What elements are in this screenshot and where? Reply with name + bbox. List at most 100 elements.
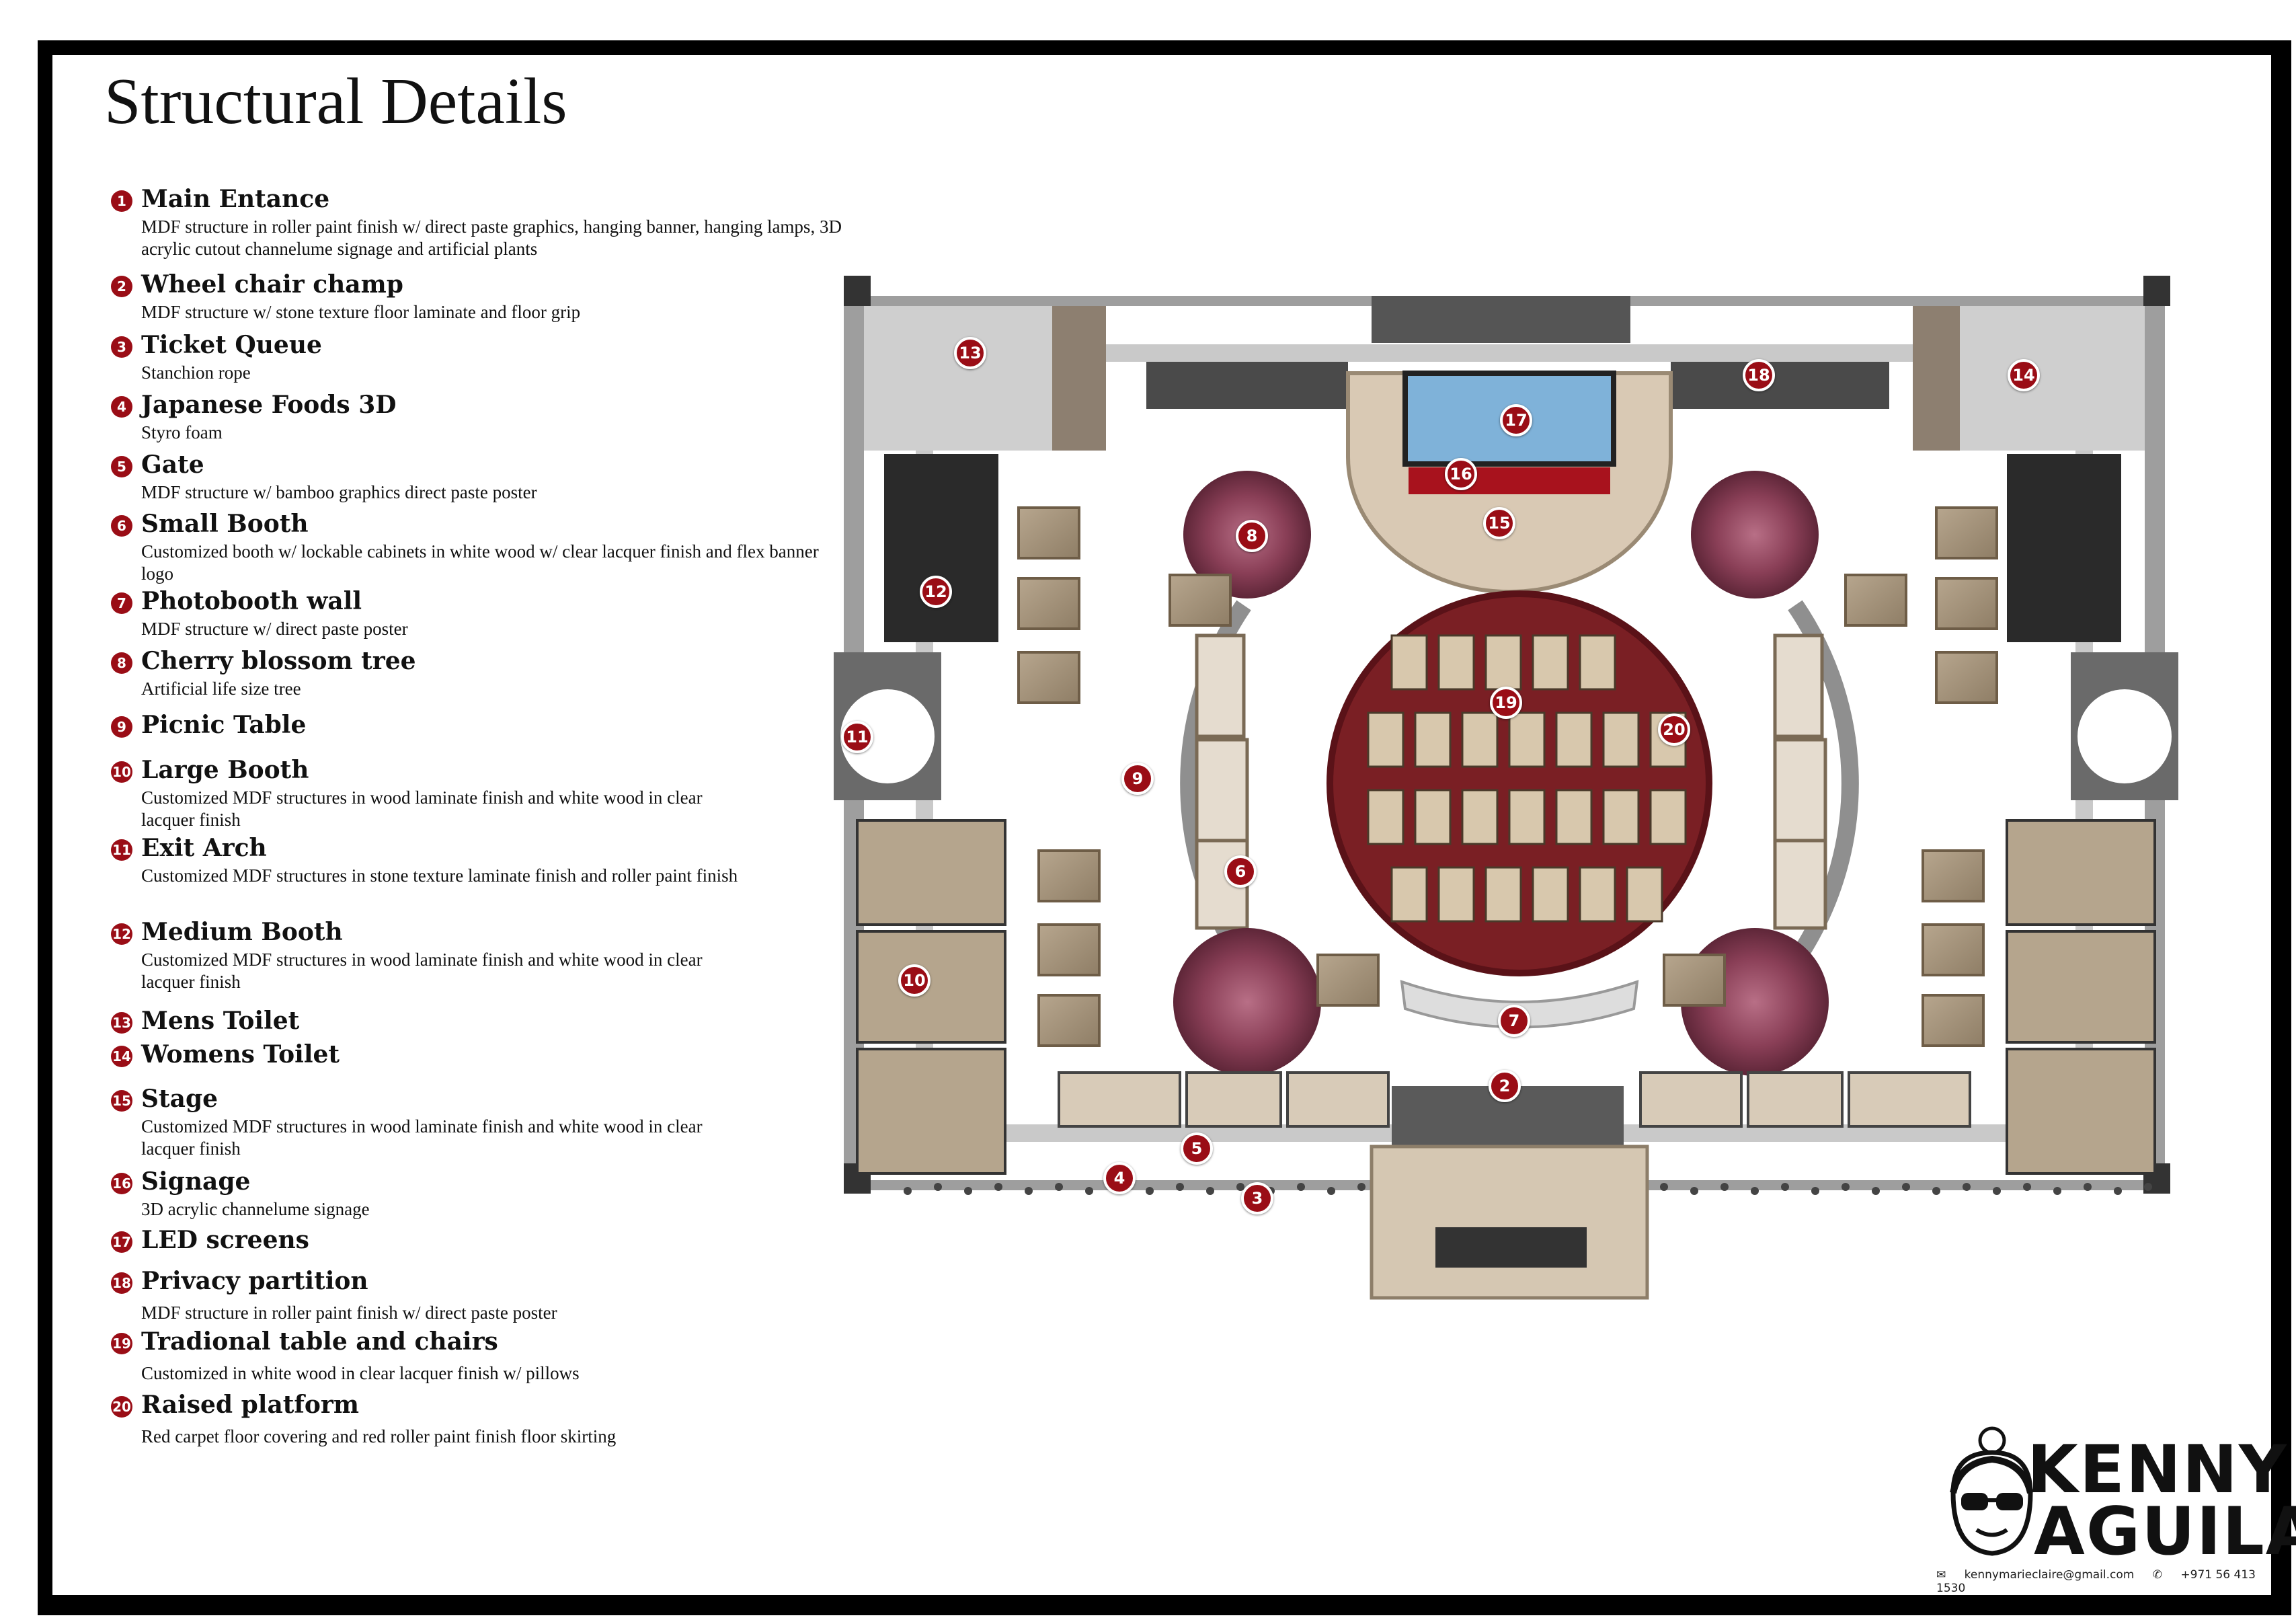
picnic-table (1922, 923, 1985, 976)
plan-marker: 13 (954, 337, 986, 369)
legend-item-description: Customized MDF structures in wood lamina… (141, 1116, 703, 1159)
legend-number-badge: 2 (111, 276, 132, 297)
legend-number-badge: 18 (111, 1272, 132, 1294)
legend-item-title: Ticket Queue (141, 331, 322, 359)
traditional-table (1532, 866, 1569, 923)
photobooth-wall (1400, 980, 1639, 1029)
privacy-partition (1671, 362, 1889, 409)
legend-item-description: Customized MDF structures in wood lamina… (141, 950, 703, 992)
traditional-table (1414, 789, 1452, 845)
contact-info: ✉ kennymarieclaire@gmail.com ✆ +971 56 4… (1936, 1568, 2296, 1595)
legend-item-description: Customized MDF structures in stone textu… (141, 865, 738, 886)
traditional-table (1461, 789, 1499, 845)
traditional-table (1579, 634, 1616, 691)
legend-item-title: Signage (141, 1167, 251, 1196)
legend-item-description: Customized MDF structures in wood lamina… (141, 787, 703, 830)
entrance-counter (1435, 1227, 1587, 1268)
traditional-table (1437, 866, 1475, 923)
legend-item-description: Styro foam (141, 422, 223, 442)
picnic-table (1169, 574, 1232, 627)
brand-first-name: KENNY (2027, 1432, 2288, 1508)
traditional-table (1532, 634, 1569, 691)
traditional-table (1508, 711, 1546, 768)
legend-item-description: Red carpet floor covering and red roller… (141, 1426, 617, 1446)
traditional-table (1555, 711, 1593, 768)
picnic-table (1844, 574, 1907, 627)
legend-item-title: Tradional table and chairs (141, 1327, 498, 1356)
legend-item-description: MDF structure w/ direct paste poster (141, 619, 408, 639)
stanchion-post (1146, 1187, 1154, 1195)
mens-toilet-wall (1052, 306, 1106, 451)
legend-item-title: Main Entance (141, 185, 330, 213)
legend-item-description: MDF structure in roller paint finish w/ … (141, 1303, 557, 1323)
plan-marker: 11 (841, 721, 873, 753)
ticket-queue (904, 1183, 2152, 1195)
legend-item-title: Japanese Foods 3D (141, 391, 397, 419)
picnic-table (1037, 923, 1101, 976)
picnic-table (1037, 994, 1101, 1047)
picnic-table (1922, 994, 1985, 1047)
legend-number-badge: 6 (111, 515, 132, 537)
plan-marker: 18 (1743, 359, 1775, 391)
legend-item-title: Small Booth (141, 510, 309, 538)
stanchion-post (1751, 1187, 1759, 1195)
stanchion-post (1690, 1187, 1698, 1195)
logo-portrait-icon (1950, 1426, 2034, 1556)
stanchion-post (1872, 1187, 1880, 1195)
traditional-table (1485, 866, 1522, 923)
legend-item-title: LED screens (141, 1226, 309, 1254)
picnic-table (1017, 506, 1080, 559)
legend-item-title: Mens Toilet (141, 1007, 300, 1035)
phone-icon: ✆ (2152, 1568, 2162, 1582)
exit-arch-opening (840, 689, 935, 783)
legend-item-title: Large Booth (141, 756, 309, 784)
plan-marker: 9 (1121, 763, 1154, 795)
picnic-table (1935, 651, 1998, 704)
corner-post (844, 276, 871, 306)
exit-arch-opening (2077, 689, 2172, 783)
legend-number-badge: 1 (111, 190, 132, 212)
stanchion-post (1963, 1183, 1971, 1191)
stanchion-post (2084, 1183, 2092, 1191)
small-booth (1773, 738, 1827, 843)
stanchion-post (904, 1187, 912, 1195)
medium-booth (2007, 454, 2121, 642)
legend-item-description: Customized booth w/ lockable cabinets in… (141, 541, 819, 584)
picnic-table (1017, 651, 1080, 704)
contact-email[interactable]: kennymarieclaire@gmail.com (1964, 1568, 2135, 1582)
stanchion-post (1932, 1187, 1940, 1195)
plan-marker: 15 (1483, 507, 1515, 539)
legend-number-badge: 12 (111, 923, 132, 945)
plan-marker: 2 (1489, 1070, 1521, 1102)
traditional-table (1367, 711, 1404, 768)
stanchion-post (2144, 1183, 2152, 1191)
stanchion-post (2053, 1187, 2061, 1195)
large-booth (856, 819, 1006, 926)
small-booth (1773, 633, 1824, 738)
plan-marker: 7 (1498, 1005, 1530, 1037)
legend-item-description: 3D acrylic channelume signage (141, 1199, 370, 1219)
plan-marker: 8 (1236, 520, 1268, 552)
stanchion-post (1236, 1183, 1244, 1191)
traditional-table (1649, 789, 1687, 845)
plan-marker: 17 (1500, 404, 1532, 436)
legend-item-title: Picnic Table (141, 711, 307, 739)
mail-icon: ✉ (1936, 1568, 1946, 1582)
picnic-table (1935, 506, 1998, 559)
traditional-table (1626, 866, 1663, 923)
large-booth (2006, 1048, 2156, 1175)
plan-marker: 4 (1103, 1162, 1136, 1194)
food-booth (1639, 1071, 1743, 1128)
corner-post (2143, 276, 2170, 306)
plan-marker: 3 (1241, 1182, 1273, 1214)
legend-item-description: MDF structure w/ stone texture floor lam… (141, 302, 581, 322)
picnic-table (1017, 577, 1080, 630)
stanchion-post (994, 1183, 1002, 1191)
legend-item-description: Stanchion rope (141, 362, 251, 383)
legend-item-title: Raised platform (141, 1391, 359, 1419)
contact-phone: +971 56 413 1530 (1936, 1568, 2256, 1595)
picnic-tables (1017, 506, 1998, 1047)
large-booth (2006, 930, 2156, 1044)
picnic-table (1922, 849, 1985, 902)
privacy-partition (1146, 362, 1348, 409)
